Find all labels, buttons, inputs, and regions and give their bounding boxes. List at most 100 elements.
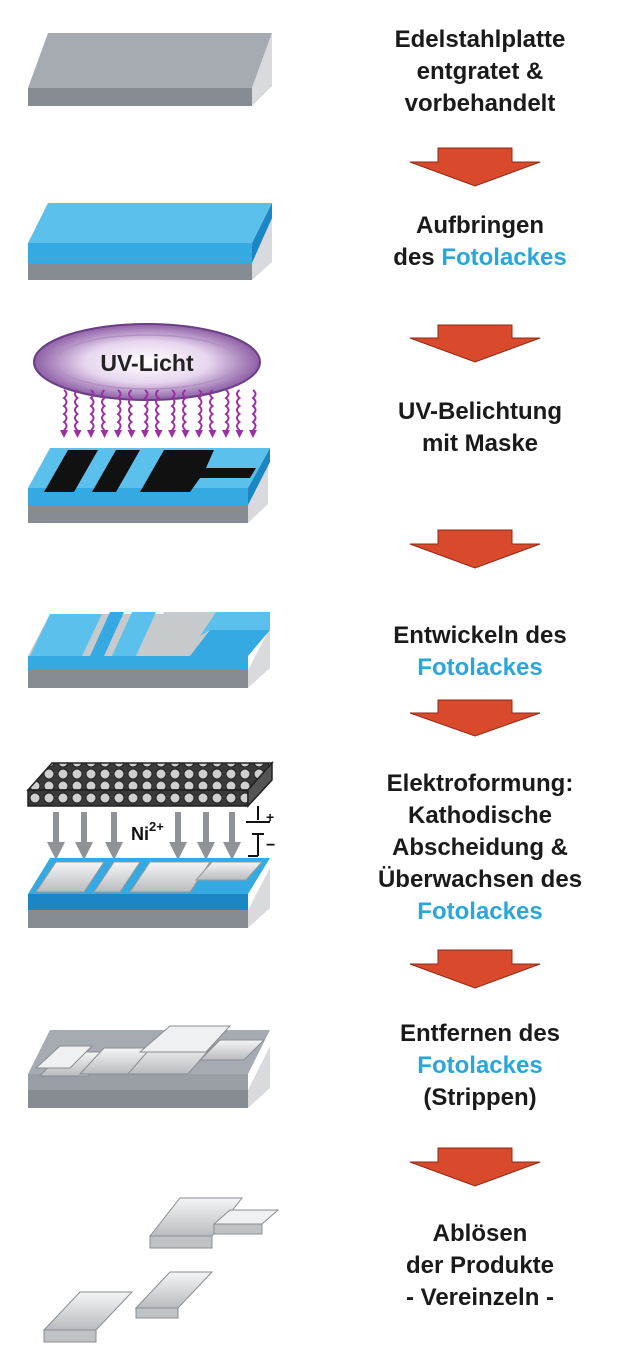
wavy-arrow-icon [128, 389, 134, 431]
ion-arrow-shaft [81, 812, 87, 842]
wavy-arrow-icon [209, 389, 215, 431]
wavy-arrow-icon [74, 389, 80, 431]
uv-ray-head [208, 430, 217, 438]
stripped-plate-step6 [28, 1025, 270, 1108]
label-text: Entwickeln des [393, 622, 567, 649]
wavy-arrow-icon [170, 389, 176, 431]
uv-light-cloud: UV-Licht [33, 323, 261, 401]
uv-ray-head [235, 430, 244, 438]
wavy-arrow-icon [224, 389, 230, 431]
label-text: Elektroformung: [386, 770, 574, 797]
step-label-3: UV-Belichtung mit Maske [345, 396, 615, 460]
step-label-line: Elektroformung: [345, 768, 615, 800]
down-arrow-icon [169, 842, 187, 860]
ion-arrow-shaft [175, 812, 181, 842]
step-label-line: mit Maske [345, 428, 615, 460]
svg-text:−: − [266, 837, 275, 854]
uv-ray-head [60, 430, 68, 438]
wavy-arrow-icon [116, 389, 122, 431]
down-arrow-icon [47, 842, 65, 860]
label-text: mit Maske [421, 430, 539, 457]
red-down-arrow-icon [409, 324, 541, 363]
flow-arrows [409, 147, 541, 1187]
label-text: Aufbringen [416, 212, 544, 239]
step-label-7: Ablösen der Produkte - Vereinzeln - [345, 1218, 615, 1314]
uv-ray-head [168, 430, 176, 438]
step-label-line: - Vereinzeln - [345, 1282, 615, 1314]
ion-label: Ni2+ [131, 819, 164, 844]
step-label-line: (Strippen) [345, 1082, 615, 1114]
electroformed-plate-step5 [28, 858, 270, 928]
ion-arrow-shaft [111, 812, 117, 842]
steel-plate-step1 [28, 33, 272, 106]
highlight-term: Fotolackes [441, 244, 567, 271]
ion-arrow-shaft [229, 812, 235, 842]
step-label-line: Ablösen [345, 1218, 615, 1250]
ion-arrow-shaft [53, 812, 59, 842]
anode-mesh [26, 761, 274, 808]
wavy-arrow-icon [251, 389, 257, 431]
step-label-line: entgratet & [345, 56, 615, 88]
masked-plate-step3 [28, 448, 270, 523]
label-text: Edelstahlplatte [394, 26, 566, 53]
uv-ray-head [87, 430, 95, 438]
ion-arrows [47, 812, 241, 860]
down-arrow-icon [105, 842, 123, 860]
uv-ray-head [222, 430, 230, 438]
highlight-term: Fotolackes [417, 654, 543, 681]
step-label-line: Fotolackes [345, 652, 615, 684]
red-down-arrow-icon [409, 529, 541, 569]
svg-text:Ni2+: Ni2+ [131, 819, 164, 844]
red-down-arrow-icon [409, 949, 541, 989]
separated-products-step7 [42, 1197, 280, 1343]
highlight-term: Fotolackes [417, 898, 543, 925]
red-down-arrow-icon [409, 147, 541, 187]
step-label-line: Entwickeln des [345, 620, 615, 652]
wavy-arrow-icon [197, 389, 203, 431]
label-text: Ablösen [432, 1220, 528, 1247]
highlight-term: Fotolackes [417, 1052, 543, 1079]
down-arrow-icon [75, 842, 93, 860]
uv-ray-head [114, 430, 122, 438]
step-label-line: Edelstahlplatte [345, 24, 615, 56]
label-text: Überwachsen des [377, 866, 583, 893]
step-label-line: des Fotolackes [345, 242, 615, 274]
ion-arrow-shaft [203, 812, 209, 842]
label-text: UV-Belichtung [397, 398, 562, 425]
step-label-line: Kathodische [345, 800, 615, 832]
uv-ray-head [73, 430, 82, 438]
step-label-line: Fotolackes [345, 896, 615, 928]
svg-text:+: + [266, 809, 274, 825]
uv-ray-head [249, 430, 257, 438]
uv-ray-head [181, 430, 190, 438]
label-text: vorbehandelt [404, 90, 556, 117]
step-label-line: Fotolackes [345, 1050, 615, 1082]
wavy-arrow-icon [89, 389, 95, 431]
uv-light-label: UV-Licht [100, 350, 194, 376]
label-text: Abscheidung & [391, 834, 568, 861]
label-text: der Produkte [405, 1252, 555, 1279]
developed-plate-step4 [28, 612, 270, 688]
power-supply-icon: + − [246, 806, 275, 857]
label-text: (Strippen) [423, 1084, 537, 1111]
wavy-arrow-icon [182, 389, 188, 431]
red-down-arrow-icon [409, 1147, 541, 1187]
wavy-arrow-icon [101, 389, 107, 431]
step-label-1: Edelstahlplatte entgratet &vorbehandelt [345, 24, 615, 120]
step-label-line: der Produkte [345, 1250, 615, 1282]
step-label-line: Entfernen des [345, 1018, 615, 1050]
uv-ray-head [141, 430, 149, 438]
uv-ray-head [100, 430, 109, 438]
down-arrow-icon [197, 842, 215, 860]
step-label-line: vorbehandelt [345, 88, 615, 120]
wavy-arrow-icon [236, 389, 242, 431]
step-label-line: Aufbringen [345, 210, 615, 242]
step-label-line: Überwachsen des [345, 864, 615, 896]
label-text: - Vereinzeln - [405, 1284, 555, 1311]
uv-ray-head [154, 430, 163, 438]
step-label-line: UV-Belichtung [345, 396, 615, 428]
